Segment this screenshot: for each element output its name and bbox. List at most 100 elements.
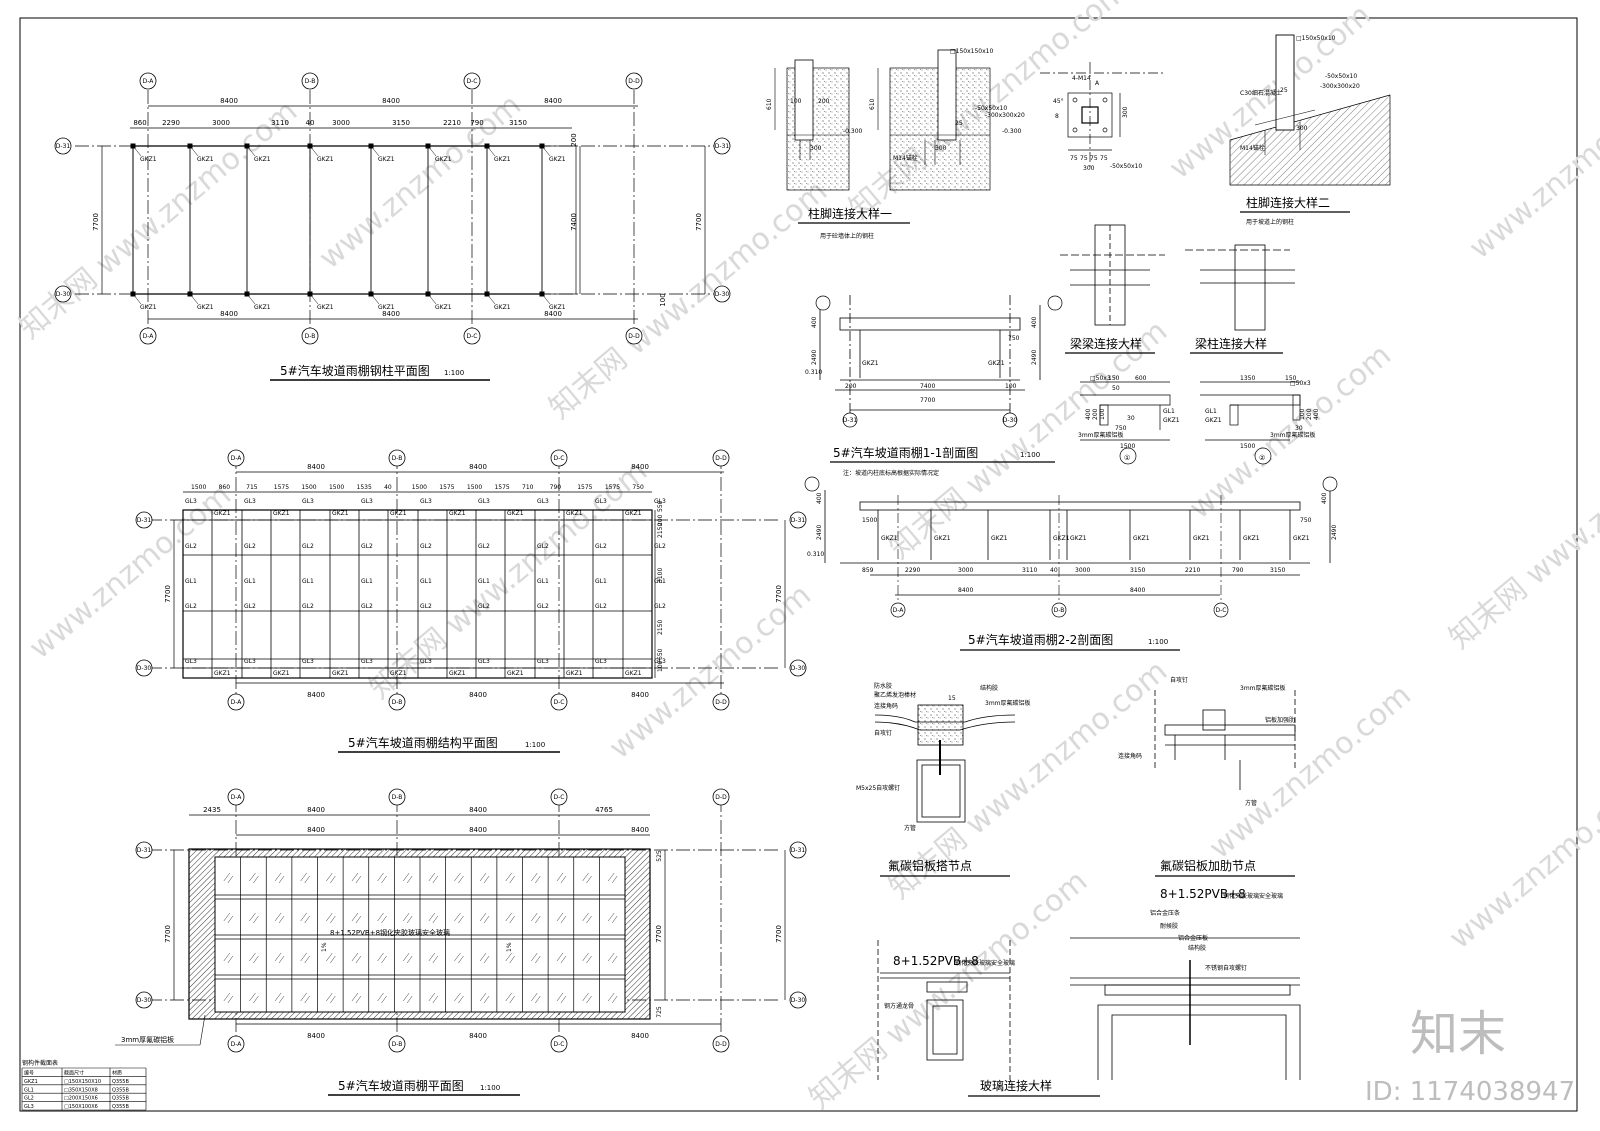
dim-label: 3000 — [332, 119, 350, 127]
dim-label: 100 — [659, 293, 667, 306]
dim-label: 8400 — [307, 1032, 325, 1040]
slope-tag: 1% — [506, 942, 513, 952]
axis-bubble: D-B — [388, 1035, 406, 1053]
dim-label: 3150 — [509, 119, 527, 127]
column-tag: GKZ1 — [378, 156, 395, 163]
svg-text:D-B: D-B — [305, 78, 316, 85]
id-watermark: ID: 1174038947 — [1365, 1077, 1575, 1107]
svg-text:15: 15 — [948, 695, 956, 702]
column-tag: GKZ1 — [254, 156, 271, 163]
dim-label: 2150 — [657, 620, 664, 635]
svg-text:D-C: D-C — [554, 1041, 565, 1048]
dim-label: 2435 — [203, 806, 221, 814]
watermark-text: www.znzmo.com — [1443, 768, 1600, 957]
beam-tag: GL2 — [361, 603, 373, 610]
dim-label: -50x50x10 — [1110, 163, 1142, 170]
dim-label: 8400 — [469, 826, 487, 834]
beam-tag: GKZ1 — [625, 510, 642, 517]
svg-text:自攻钉: 自攻钉 — [874, 729, 892, 737]
dim-label: 300 — [1122, 106, 1129, 118]
svg-text:GL1: GL1 — [1205, 408, 1217, 415]
svg-text:3mm厚氟碳铝板: 3mm厚氟碳铝板 — [1270, 431, 1316, 439]
axis-bubble: D-D — [712, 1035, 730, 1053]
svg-text:D-A: D-A — [143, 333, 155, 340]
beam-tag: GL1 — [361, 578, 373, 585]
axis-bubble: D-31 — [135, 511, 153, 529]
svg-text:D-A: D-A — [231, 794, 243, 801]
detail-subtitle: 用于砼墙体上的钢柱 — [820, 232, 874, 240]
glass-label: 8+1.52PVB+8钢化夹胶玻璃安全玻璃 — [330, 928, 450, 937]
axis-bubble: D-31 — [54, 137, 72, 155]
svg-text:-0.300: -0.300 — [843, 128, 863, 135]
svg-text:D-B: D-B — [305, 333, 316, 340]
beam-tag: GL2 — [595, 543, 607, 550]
beam-tag: GL1 — [595, 578, 607, 585]
svg-text:D-30: D-30 — [715, 291, 730, 298]
column-tag: GKZ1 — [435, 304, 452, 311]
svg-text:不锈钢自攻螺钉: 不锈钢自攻螺钉 — [1205, 964, 1247, 972]
svg-text:C30细石混凝土: C30细石混凝土 — [1240, 89, 1282, 97]
glass-connection-detail: 8+1.52PVB+8 钢化夹胶玻璃安全玻璃 8+1.52PVB+8 钢化夹胶玻… — [877, 887, 1301, 1097]
dim-label: 1500 — [301, 484, 316, 491]
svg-text:D-30: D-30 — [56, 291, 71, 298]
axis-bubble: D-A — [227, 449, 245, 467]
beam-tag: GL2 — [478, 543, 490, 550]
section-scale: 1:100 — [1020, 451, 1040, 459]
column-tag: GKZ1 — [317, 156, 334, 163]
beam-tag: GKZ1 — [566, 670, 583, 677]
svg-text:1350: 1350 — [1240, 375, 1255, 382]
detail-title: 氟碳铝板搭节点 — [888, 858, 972, 873]
schedule-cell: Q355B — [112, 1096, 129, 1102]
schedule-cell: GL2 — [24, 1096, 34, 1102]
beam-tag: GL1 — [185, 578, 197, 585]
panel-rib-node: 自攻钉 3mm厚氟碳铝板 铝板加强肋 连接角码 方管 氟碳铝板加肋节点 — [1118, 676, 1296, 877]
axis-bubble: D-31 — [789, 511, 807, 529]
dim-label: 40 — [384, 484, 392, 491]
svg-text:30: 30 — [1127, 415, 1135, 422]
column-tag: GKZ1 — [197, 304, 214, 311]
svg-text:D-D: D-D — [715, 794, 727, 801]
schedule-cell: Q355B — [112, 1079, 129, 1085]
svg-text:GKZ1: GKZ1 — [1205, 417, 1222, 424]
svg-text:400: 400 — [1321, 492, 1328, 504]
node-2: 1350 150 □50x3 400 200 100 1500 30 GL1 G… — [1200, 375, 1320, 465]
svg-text:D-30: D-30 — [137, 997, 152, 1004]
dim-label: 8400 — [307, 826, 325, 834]
axis-bubble: D-30 — [789, 659, 807, 677]
watermark-text: 知末网 www.znzmo.com — [1443, 404, 1600, 656]
svg-text:钢化夹胶玻璃安全玻璃: 钢化夹胶玻璃安全玻璃 — [1223, 892, 1283, 900]
dim-label: 790 — [470, 119, 483, 127]
column-tag: GKZ1 — [1243, 535, 1260, 542]
svg-text:-300x300x20: -300x300x20 — [1320, 83, 1360, 90]
svg-text:钢化夹胶玻璃安全玻璃: 钢化夹胶玻璃安全玻璃 — [955, 959, 1015, 967]
beam-tag: GL2 — [244, 543, 256, 550]
node-number: ② — [1259, 454, 1265, 462]
axis-bubble: D-A — [227, 1035, 245, 1053]
svg-text:1500: 1500 — [862, 517, 877, 524]
svg-text:400: 400 — [1031, 316, 1038, 328]
beam-tag: GL3 — [420, 498, 432, 505]
svg-text:D-31: D-31 — [791, 847, 806, 854]
dim-label: 550 — [657, 500, 664, 512]
axis-bubble: D-C — [463, 72, 481, 90]
dim-label: 7700 — [92, 213, 100, 231]
dim-label: 8400 — [307, 691, 325, 699]
dim-label: 8400 — [631, 826, 649, 834]
svg-text:铝合金压条: 铝合金压条 — [1150, 909, 1180, 917]
dim-label: 45° — [1053, 98, 1064, 105]
svg-text:D-A: D-A — [143, 78, 155, 85]
beam-tag: GL3 — [185, 498, 197, 505]
dim-label: 725 — [656, 1006, 663, 1018]
svg-text:D-C: D-C — [554, 699, 565, 706]
svg-text:750: 750 — [1115, 425, 1127, 432]
beam-tag: GL3 — [654, 498, 666, 505]
column-tag: GKZ1 — [317, 304, 334, 311]
dim-label: 3110 — [1022, 567, 1037, 574]
dim-label: 7700 — [695, 213, 703, 231]
svg-text:100: 100 — [1299, 408, 1306, 420]
plan-scale: 1:100 — [480, 1084, 500, 1092]
beam-tag: GKZ1 — [449, 510, 466, 517]
dim-label: 2290 — [162, 119, 180, 127]
schedule-cell: □150X100X6 — [64, 1104, 98, 1110]
